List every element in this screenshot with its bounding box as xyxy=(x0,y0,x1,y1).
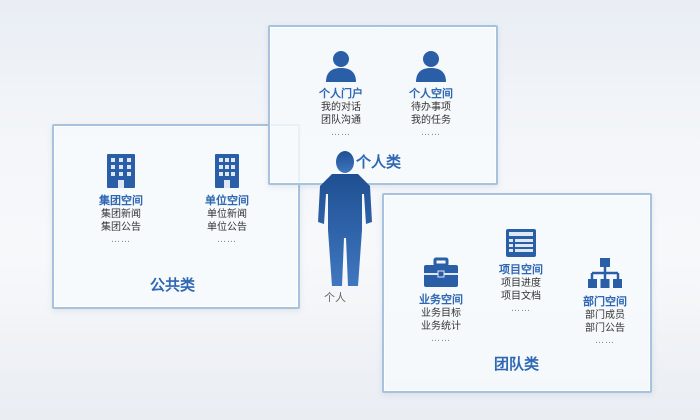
category-label-tuandui: 团队类 xyxy=(494,355,540,373)
item-line: 业务目标 xyxy=(421,308,461,319)
item-line: 我的对话 xyxy=(321,102,361,113)
item-line: 集团新闻 xyxy=(101,209,141,220)
item-line: 业务统计 xyxy=(421,321,461,332)
item-line: 团队沟通 xyxy=(321,115,361,126)
item-ellipsis: …… xyxy=(331,128,351,138)
item-geren-menhu[interactable]: 个人门户 我的对话 团队沟通 …… xyxy=(296,49,386,138)
item-title: 个人空间 xyxy=(409,87,453,100)
item-ellipsis: …… xyxy=(431,334,451,344)
item-line: 待办事项 xyxy=(411,102,451,113)
item-line: 我的任务 xyxy=(411,115,451,126)
category-label-gonggong: 公共类 xyxy=(150,276,196,294)
item-title: 个人门户 xyxy=(319,87,363,100)
category-label-geren: 个人类 xyxy=(356,153,402,171)
item-bumen-kongjian[interactable]: 部门空间 部门成员 部门公告 …… xyxy=(560,257,650,346)
item-line: 集团公告 xyxy=(101,222,141,233)
item-title: 单位空间 xyxy=(205,194,249,207)
item-jituan-kongjian[interactable]: 集团空间 集团新闻 集团公告 …… xyxy=(76,152,166,245)
item-line: 项目文档 xyxy=(501,291,541,302)
item-ellipsis: …… xyxy=(217,235,237,245)
item-line: 项目进度 xyxy=(501,278,541,289)
item-title: 集团空间 xyxy=(99,194,143,207)
briefcase-icon xyxy=(424,257,458,287)
document-icon xyxy=(506,229,536,257)
org-chart-icon xyxy=(588,258,622,288)
item-title: 部门空间 xyxy=(583,295,627,308)
item-ellipsis: …… xyxy=(511,304,531,314)
building-icon xyxy=(107,154,135,188)
building-icon xyxy=(215,154,239,188)
item-line: 单位新闻 xyxy=(207,209,247,220)
item-title: 业务空间 xyxy=(419,293,463,306)
item-ellipsis: …… xyxy=(421,128,441,138)
person-silhouette-icon xyxy=(318,151,372,286)
item-line: 单位公告 xyxy=(207,222,247,233)
item-danwei-kongjian[interactable]: 单位空间 单位新闻 单位公告 …… xyxy=(182,152,272,245)
item-line: 部门成员 xyxy=(585,310,625,321)
person-label: 个人 xyxy=(324,291,346,304)
item-geren-kongjian[interactable]: 个人空间 待办事项 我的任务 …… xyxy=(386,49,476,138)
item-title: 项目空间 xyxy=(499,263,543,276)
item-ellipsis: …… xyxy=(595,336,615,346)
panel-gonggong: 集团空间 集团新闻 集团公告 …… 单位空间 单位新闻 单位公告 …… 公共类 xyxy=(52,124,300,309)
item-yewu-kongjian[interactable]: 业务空间 业务目标 业务统计 …… xyxy=(396,257,486,344)
panel-tuandui: 业务空间 业务目标 业务统计 …… 项目空间 项目进度 项目文档 …… 部门空间… xyxy=(382,193,652,393)
item-xiangmu-kongjian[interactable]: 项目空间 项目进度 项目文档 …… xyxy=(476,227,566,314)
item-line: 部门公告 xyxy=(585,323,625,334)
user-icon xyxy=(326,51,356,82)
user-icon xyxy=(416,51,446,82)
panel-geren: 个人门户 我的对话 团队沟通 …… 个人空间 待办事项 我的任务 …… 个人类 xyxy=(268,25,498,185)
item-ellipsis: …… xyxy=(111,235,131,245)
